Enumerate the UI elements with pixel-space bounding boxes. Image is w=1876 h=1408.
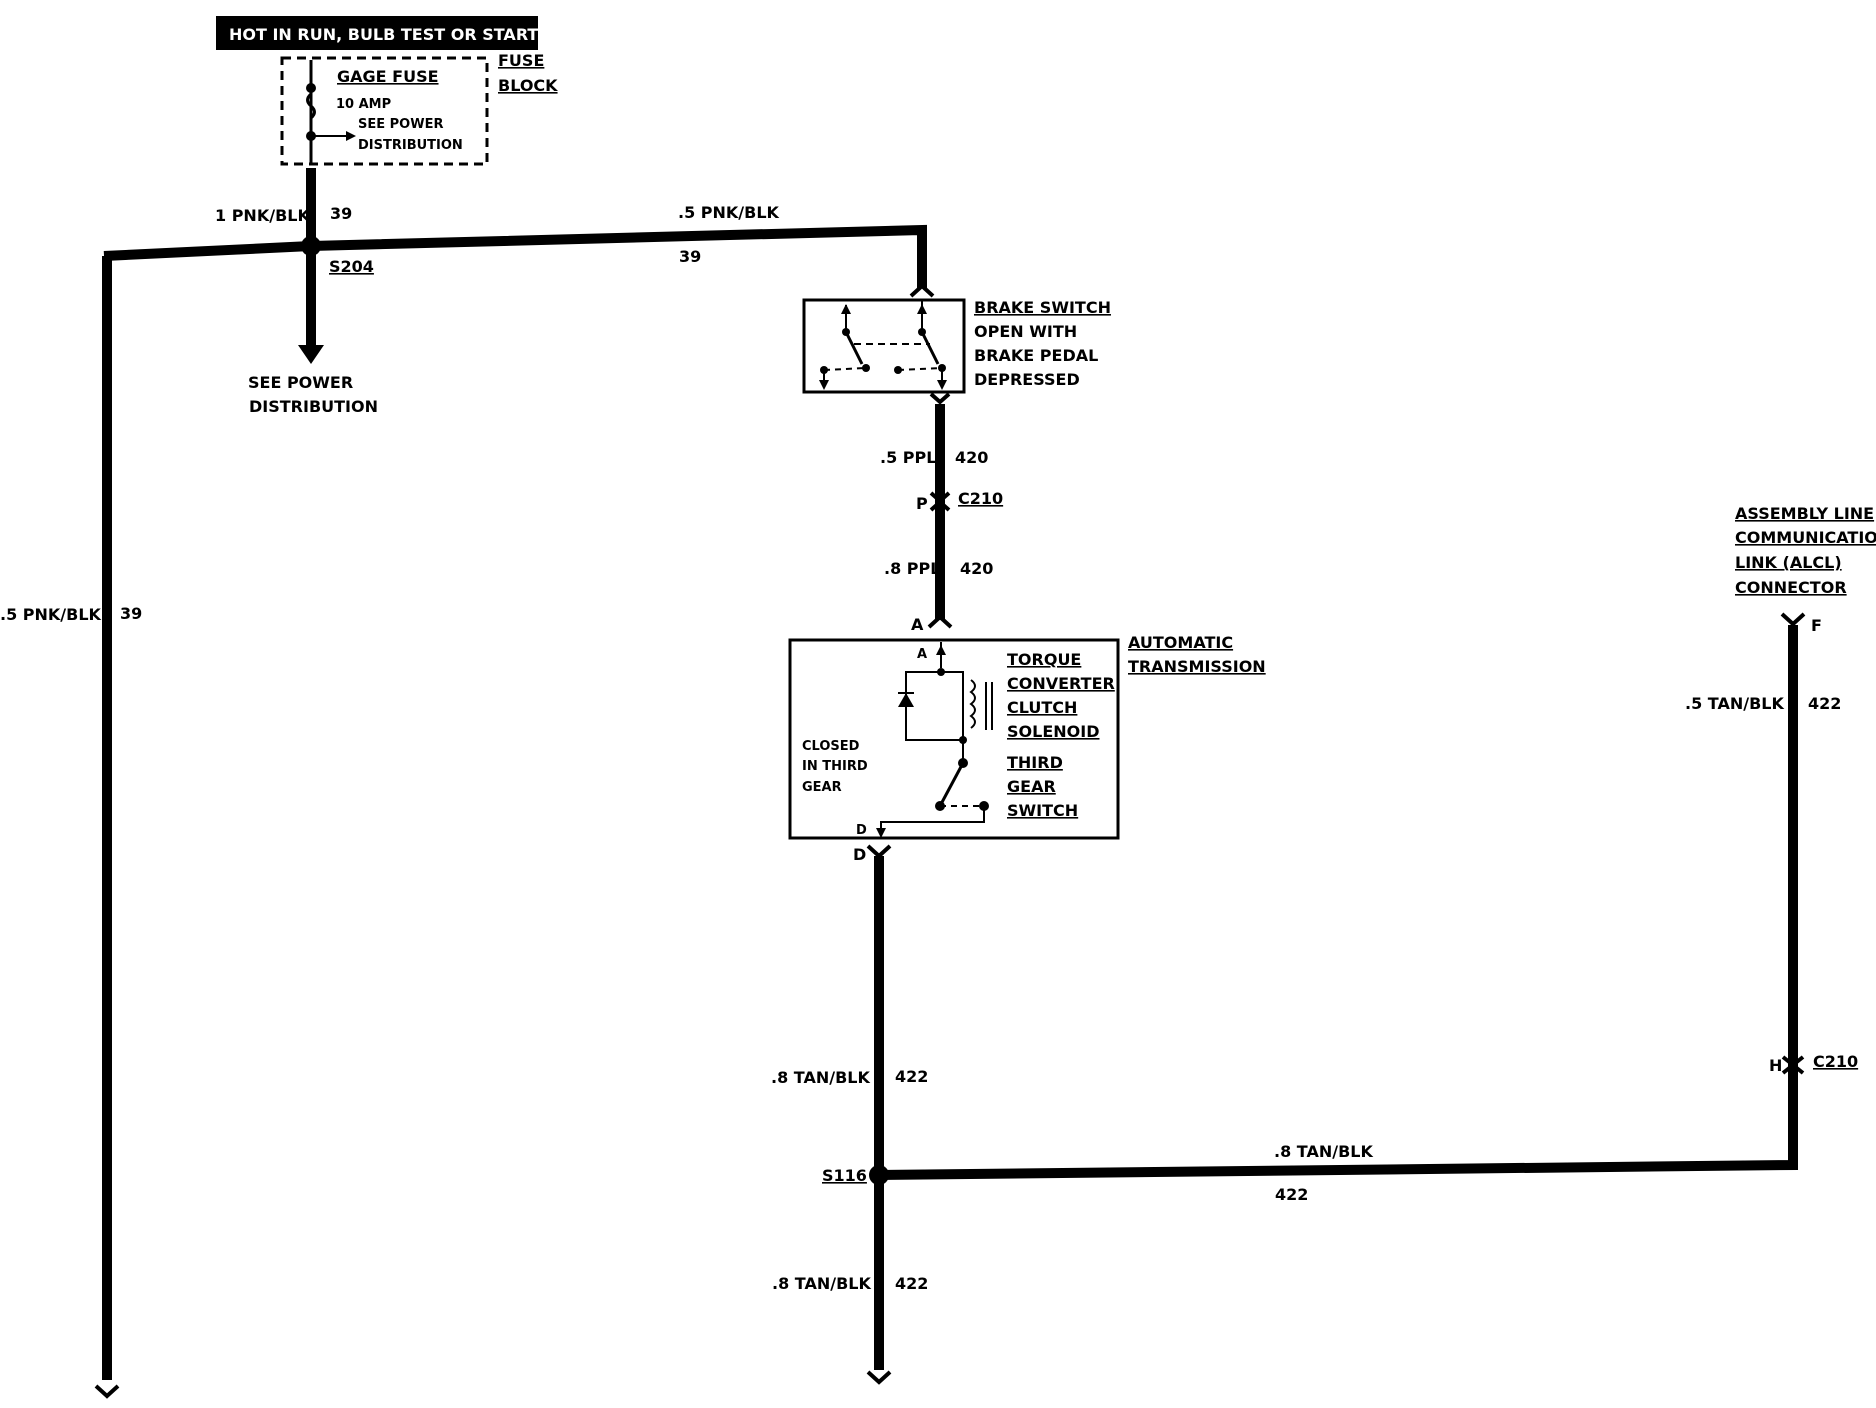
switch-state-label-2: IN THIRD — [802, 759, 868, 774]
splice-s116-dot — [869, 1165, 889, 1185]
alcl-label-2: COMMUNICATION — [1735, 528, 1876, 547]
brake-switch-label-2: OPEN WITH — [974, 322, 1077, 341]
brake-switch-label-4: DEPRESSED — [974, 370, 1080, 389]
trans-pin-out: D — [853, 845, 866, 864]
brake-switch-label-1: BRAKE SWITCH — [974, 298, 1111, 317]
switch-state-label-3: GEAR — [802, 780, 842, 795]
switch-state-label-1: CLOSED — [802, 739, 860, 754]
left-drop-wire-label: .5 PNK/BLK — [0, 605, 102, 624]
bottom-drop-circuit-label: 422 — [895, 1274, 928, 1293]
third-gear-switch-arm — [938, 762, 965, 807]
third-gear-switch-label-1: THIRD — [1007, 753, 1063, 772]
c210-upper-pin: P — [916, 494, 928, 513]
coil-icon — [969, 679, 976, 729]
third-gear-switch-label-3: SWITCH — [1007, 801, 1078, 820]
transmission-title-2: TRANSMISSION — [1128, 657, 1266, 676]
left-drop-circuit-label: 39 — [120, 604, 142, 623]
trans-in-circuit-label: 420 — [960, 559, 993, 578]
diode-icon — [898, 693, 914, 707]
fuse-block: GAGE FUSE 10 AMP SEE POWER DISTRIBUTION — [280, 56, 489, 166]
alcl-label-4: CONNECTOR — [1735, 578, 1847, 597]
solenoid-label-1: TORQUE — [1007, 650, 1081, 669]
brake-switch-label-3: BRAKE PEDAL — [974, 346, 1098, 365]
solenoid-label-2: CONVERTER — [1007, 674, 1115, 693]
connector-chevrons — [94, 283, 1806, 1399]
fuse-block-title-2: BLOCK — [498, 76, 558, 95]
header-banner-text: HOT IN RUN, BULB TEST OR START — [229, 25, 538, 44]
fuse-name: GAGE FUSE — [337, 67, 439, 86]
trans-out-wire-label: .8 TAN/BLK — [771, 1068, 870, 1087]
c210-lower-pin: H — [1769, 1056, 1782, 1075]
top-run-wire-label: .5 PNK/BLK — [678, 203, 780, 222]
brake-switch-box — [802, 298, 966, 394]
bottom-run-circuit-label: 422 — [1275, 1185, 1308, 1204]
trans-in-wire-label: .8 PPL — [884, 559, 940, 578]
third-gear-switch-label-2: GEAR — [1007, 777, 1056, 796]
fuse-out-circuit-label: 39 — [330, 204, 352, 223]
header-banner: HOT IN RUN, BULB TEST OR START — [216, 16, 538, 50]
fuse-block-title-1: FUSE — [498, 51, 544, 70]
bottom-drop-wire-label: .8 TAN/BLK — [772, 1274, 871, 1293]
trans-pin-in-inner: A — [917, 647, 927, 662]
fuse-out-wire-label: 1 PNK/BLK — [215, 206, 310, 225]
splice-s116-label: S116 — [822, 1166, 867, 1185]
fuse-note-line2: DISTRIBUTION — [358, 138, 463, 153]
transmission-title-1: AUTOMATIC — [1128, 633, 1233, 652]
splice-s204-label: S204 — [329, 257, 374, 276]
trans-pin-out-inner: D — [856, 823, 867, 838]
c210-upper-label: C210 — [958, 489, 1003, 508]
fuse-rating: 10 AMP — [336, 97, 391, 112]
alcl-wire-label: .5 TAN/BLK — [1685, 694, 1784, 713]
power-ref-line2: DISTRIBUTION — [249, 397, 378, 416]
fuse-note-line1: SEE POWER — [358, 117, 443, 132]
wire-network — [102, 168, 1798, 1380]
brake-out-circuit-label: 420 — [955, 448, 988, 467]
alcl-pin: F — [1811, 616, 1822, 635]
top-run-circuit-label: 39 — [679, 247, 701, 266]
solenoid-label-3: CLUTCH — [1007, 698, 1077, 717]
trans-pin-in: A — [911, 615, 924, 634]
alcl-circuit-label: 422 — [1808, 694, 1841, 713]
arrow-right-icon — [346, 131, 356, 141]
splice-s204-dot — [301, 236, 321, 256]
solenoid-label-4: SOLENOID — [1007, 722, 1099, 741]
alcl-label-1: ASSEMBLY LINE — [1735, 504, 1874, 523]
bottom-run-wire-label: .8 TAN/BLK — [1274, 1142, 1373, 1161]
transmission-box — [788, 638, 1120, 840]
trans-out-circuit-label: 422 — [895, 1067, 928, 1086]
arrow-down-icon — [298, 345, 324, 364]
fuse-symbol-icon — [306, 92, 316, 120]
c210-lower-label: C210 — [1813, 1052, 1858, 1071]
power-ref-line1: SEE POWER — [248, 373, 353, 392]
alcl-label-3: LINK (ALCL) — [1735, 553, 1842, 572]
brake-out-wire-label: .5 PPL — [880, 448, 936, 467]
